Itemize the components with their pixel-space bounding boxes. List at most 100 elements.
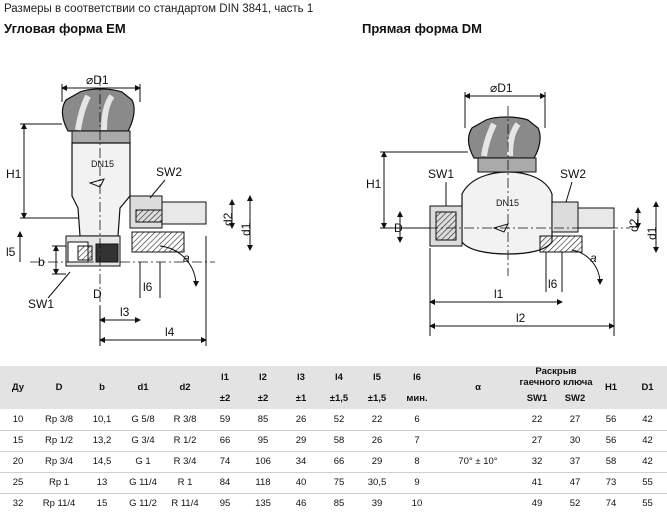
cell-l2: 106 [244, 450, 282, 472]
dm-label-alpha: a [590, 251, 597, 265]
cell-l6: 9 [396, 471, 438, 493]
cell-l1: 84 [206, 471, 244, 493]
cell-alpha: 70° ± 10° [438, 450, 518, 472]
th-tol-l5: ±1,5 [358, 388, 396, 409]
th-tol-l1: ±2 [206, 388, 244, 409]
dm-label-d2: d2 [627, 218, 641, 232]
cell-du: 20 [0, 450, 36, 472]
cell-l2: 95 [244, 429, 282, 451]
title-angle-form: Угловая форма EM [4, 21, 126, 36]
cell-sw1: 41 [518, 471, 556, 493]
th-du: Ду [0, 366, 36, 409]
em-label-d2: d2 [221, 212, 235, 226]
th-d1: d1 [122, 366, 164, 409]
cell-l3: 46 [282, 492, 320, 514]
th-D1: D1 [628, 366, 667, 409]
cell-d1: G 11/2 [122, 492, 164, 514]
cell-l4: 66 [320, 450, 358, 472]
dm-label-l1: l1 [494, 287, 504, 301]
title-straight-form: Прямая форма DM [362, 21, 482, 36]
dm-label-l2: l2 [516, 311, 526, 325]
th-alpha: α [438, 366, 518, 409]
em-body-mark: DN15 [91, 159, 114, 169]
cell-b: 13,2 [82, 429, 122, 451]
cell-d: Rp 3/4 [36, 450, 82, 472]
cell-l3: 26 [295, 413, 307, 425]
cell-alpha [438, 492, 518, 514]
em-label-l4: l4 [165, 325, 175, 339]
cell-h1: 56 [605, 413, 617, 425]
drawing-angle-form: DN15 ⌀D1 H1 l5 b SW2 [6, 73, 253, 346]
cell-d: Rp 1 [36, 471, 82, 493]
cell-l1: 74 [206, 450, 244, 472]
cell-l6: 8 [396, 450, 438, 472]
dimensions-table: Ду D b d1 d2 l1 l2 l3 l4 l5 l6 α Раскрыв… [0, 366, 667, 514]
cell-sw1: 32 [518, 450, 556, 472]
em-label-l5: l5 [6, 245, 16, 259]
cell-du: 10 [12, 413, 24, 425]
cell-d2: R 1/2 [164, 429, 206, 451]
cell-l1: 59 [219, 413, 231, 425]
dm-label-SW1: SW1 [428, 167, 454, 181]
th-sw1: SW1 [518, 388, 556, 409]
cell-D1: 42 [642, 413, 653, 425]
th-b: b [82, 366, 122, 409]
cell-du: 15 [0, 429, 36, 451]
cell-d2: R 3/4 [164, 450, 206, 472]
em-label-l3: l3 [120, 305, 130, 319]
cell-l4: 58 [320, 429, 358, 451]
cell-l1: 66 [206, 429, 244, 451]
em-body [71, 142, 131, 237]
dm-body-mark: DN15 [496, 198, 519, 208]
cell-du: 32 [0, 492, 36, 514]
dm-label-D1: ⌀D1 [490, 81, 513, 95]
th-tol-l3: ±1 [282, 388, 320, 409]
th-d2: d2 [164, 366, 206, 409]
cell-l3: 29 [282, 429, 320, 451]
cell-l3: 40 [282, 471, 320, 493]
cell-sw1: 49 [518, 492, 556, 514]
th-h1: H1 [594, 366, 629, 409]
standard-note: Размеры в соответствии со стандартом DIN… [4, 3, 314, 15]
cell-l5: 39 [358, 492, 396, 514]
dm-label-D: D [394, 221, 403, 235]
cell-sw2: 52 [556, 492, 595, 514]
cell-sw2: 47 [556, 471, 595, 493]
th-sw2: SW2 [556, 388, 595, 409]
cell-sw1: 22 [531, 413, 543, 425]
cell-d2: R 3/8 [173, 413, 197, 425]
cell-l2: 118 [244, 471, 282, 493]
th-tol-l2: ±2 [244, 388, 282, 409]
cell-l2: 85 [257, 413, 269, 425]
th-d: D [36, 366, 82, 409]
em-label-d1: d1 [239, 222, 253, 236]
th-l3: l3 [282, 366, 320, 388]
th-l4: l4 [320, 366, 358, 388]
cell-D1: 55 [628, 471, 667, 493]
th-l1: l1 [206, 366, 244, 388]
cell-alpha [438, 429, 518, 451]
cell-l1: 95 [206, 492, 244, 514]
cell-l5: 22 [371, 413, 383, 425]
cell-h1: 56 [594, 429, 629, 451]
dm-body [461, 171, 553, 255]
cell-l2: 135 [244, 492, 282, 514]
cell-l5: 29 [358, 450, 396, 472]
cell-l6: 6 [414, 413, 420, 425]
cell-l6: 7 [396, 429, 438, 451]
cell-b: 13 [82, 471, 122, 493]
cell-l4: 85 [320, 492, 358, 514]
th-tol-l6: мин. [396, 388, 438, 409]
cell-d1: G 1 [122, 450, 164, 472]
em-neck [71, 130, 131, 144]
dm-label-d1: d1 [645, 226, 659, 240]
th-wrench: Раскрыв гаечного ключа [518, 366, 595, 388]
cell-b: 10,1 [92, 413, 112, 425]
em-label-D: D [93, 287, 102, 301]
cell-d1: G 5/8 [131, 413, 155, 425]
drawing-straight-form: DN15 ⌀D1 H1 SW1 SW2 D d2 d1 [366, 81, 659, 336]
em-label-l6: l6 [143, 280, 153, 294]
